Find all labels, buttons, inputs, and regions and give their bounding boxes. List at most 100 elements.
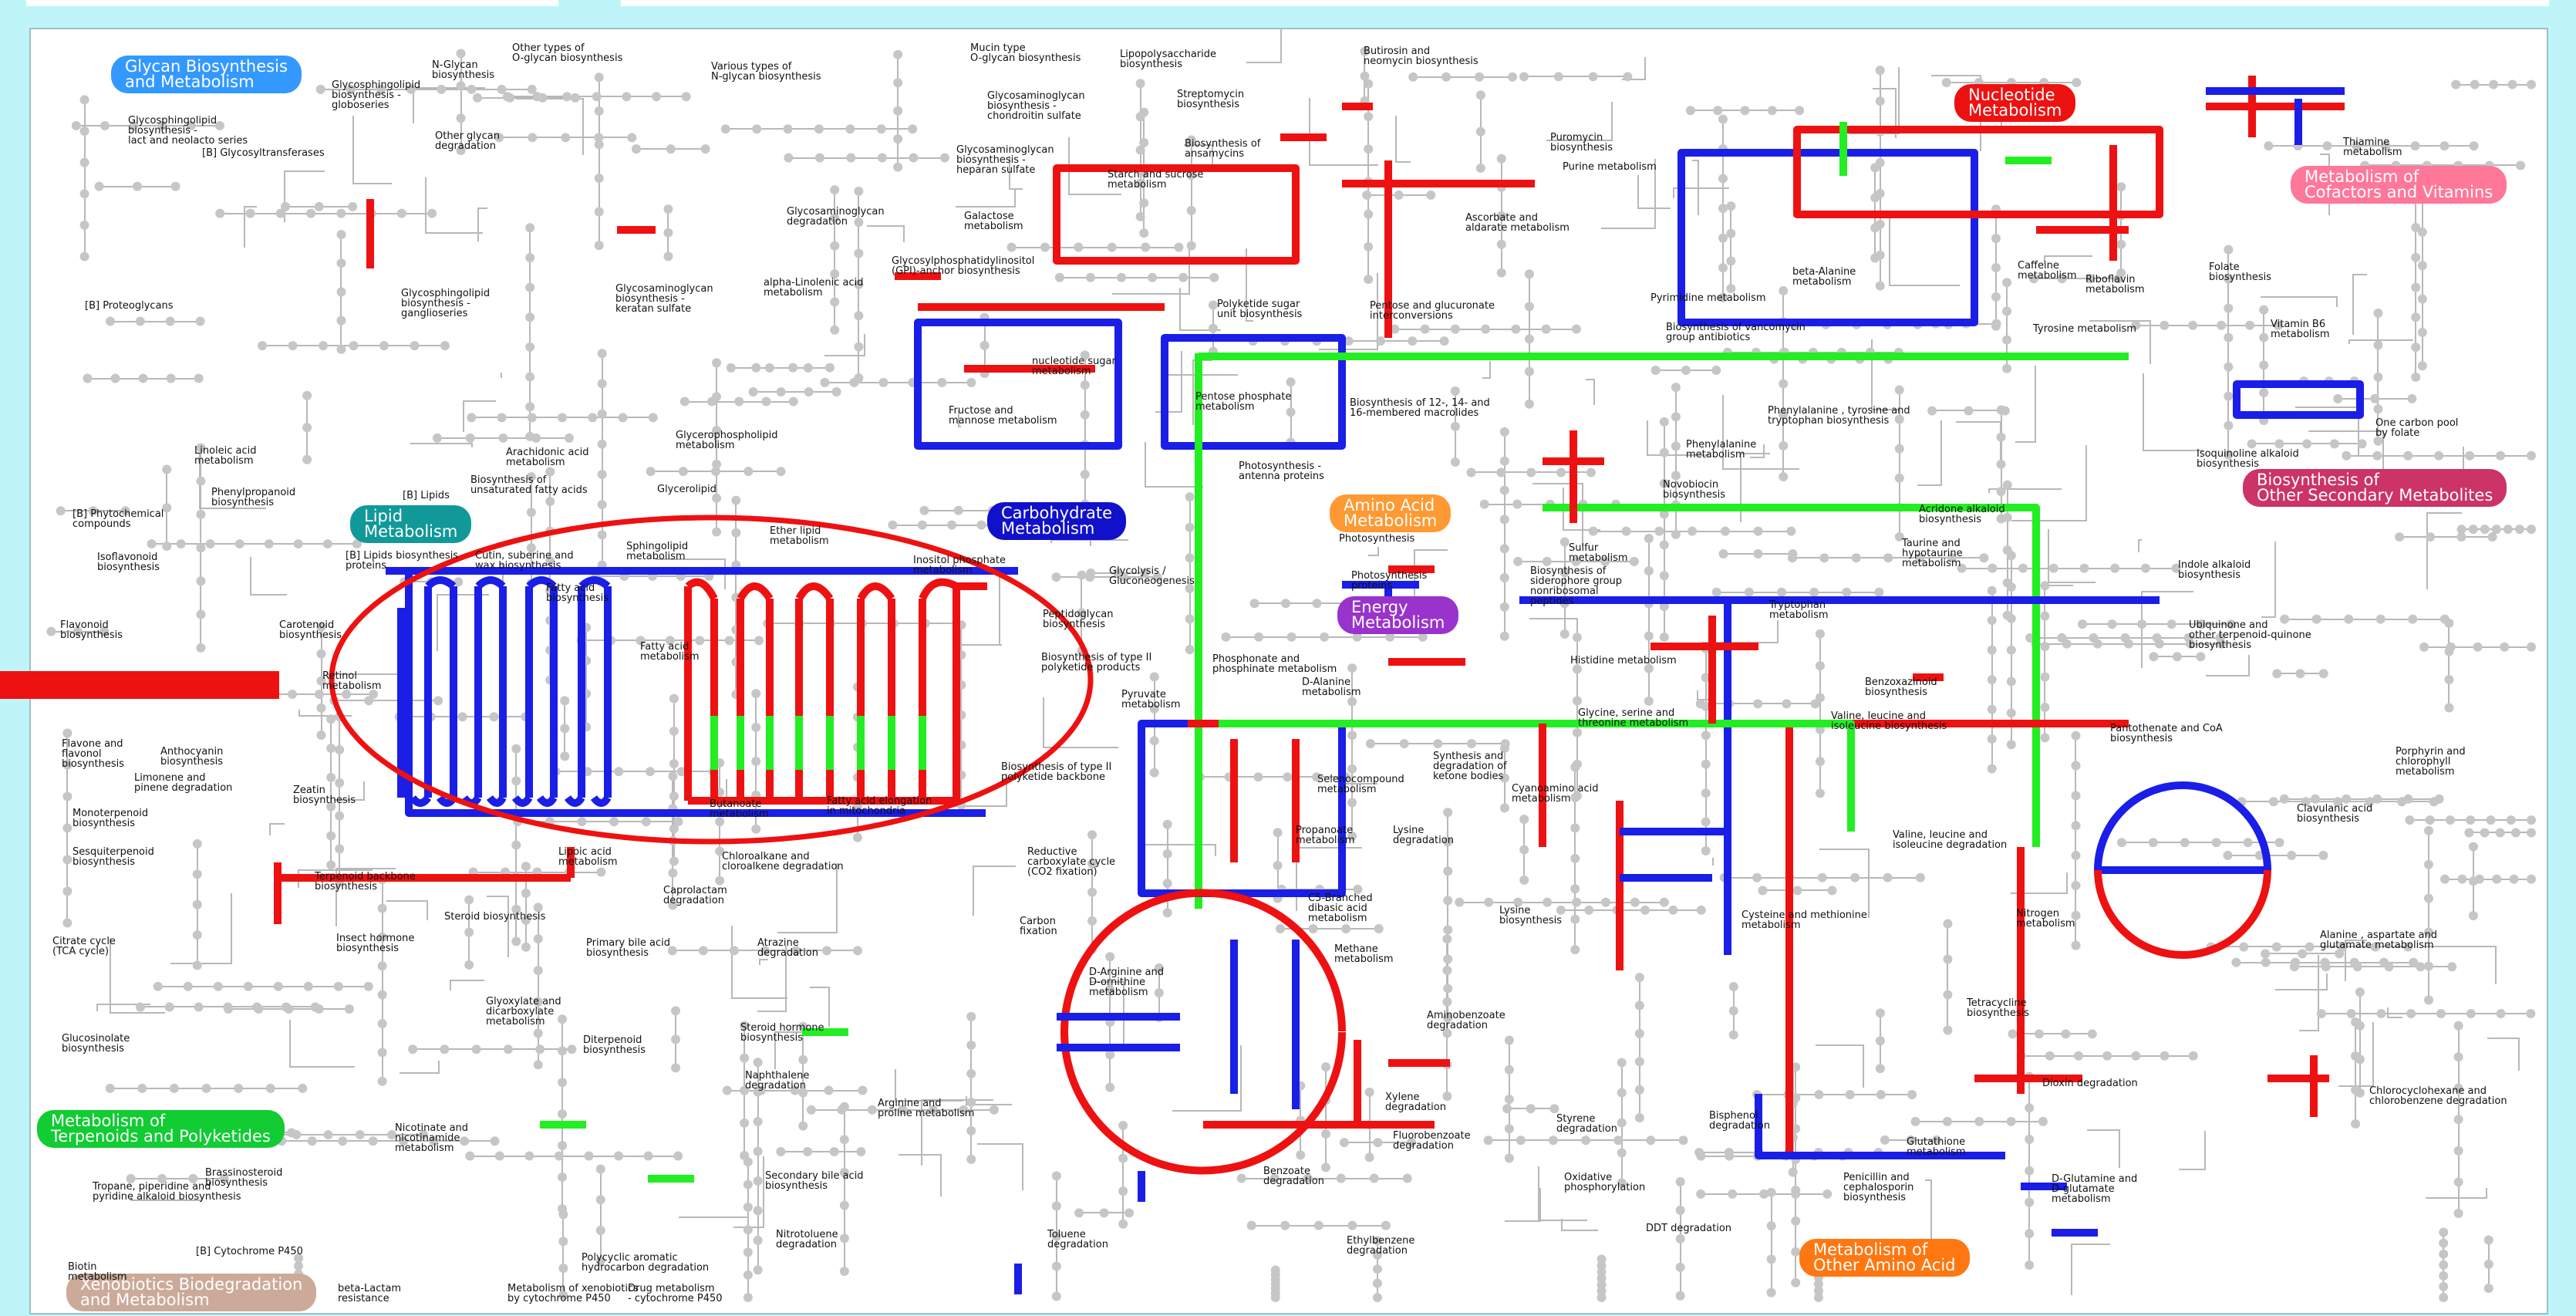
pathway-line — [1538, 1166, 1587, 1221]
compound-node — [908, 124, 918, 134]
compound-node — [1336, 1173, 1346, 1183]
compound-node — [724, 636, 734, 646]
pathway-line — [1988, 488, 2062, 493]
compound-node — [1162, 849, 1172, 859]
compound-node — [1051, 1261, 1061, 1271]
pathway-line — [824, 334, 865, 356]
compound-node — [1718, 548, 1728, 558]
compound-node — [2439, 1238, 2449, 1248]
compound-node — [678, 467, 688, 477]
compound-node — [205, 539, 215, 549]
compound-node — [1074, 242, 1084, 252]
compound-node — [1659, 478, 1669, 488]
compound-node — [1273, 860, 1283, 870]
pathway-line — [1647, 420, 1709, 456]
compound-node — [2444, 703, 2454, 713]
compound-node — [2180, 838, 2190, 848]
pathway-line — [2348, 339, 2413, 344]
compound-node — [2403, 942, 2413, 952]
compound-node — [597, 530, 607, 540]
compound-node — [2002, 278, 2012, 288]
compound-node — [614, 1151, 624, 1161]
compound-node — [1696, 905, 1706, 915]
compound-node — [1466, 467, 1476, 477]
compound-node — [2486, 815, 2496, 825]
compound-node — [2261, 957, 2271, 967]
pathway-line — [1750, 444, 1765, 458]
pathway-label: [B] Glycosyltransferases — [202, 147, 325, 159]
compound-node — [2403, 450, 2413, 461]
compound-node — [1851, 553, 1861, 563]
compound-node — [335, 778, 345, 788]
compound-node — [349, 341, 359, 351]
compound-node — [1512, 499, 1522, 509]
compound-node — [1353, 884, 1363, 894]
pathway-line — [2138, 539, 2142, 552]
compound-node — [494, 1151, 504, 1161]
compound-node — [302, 423, 312, 433]
compound-node — [1499, 456, 1509, 466]
compound-node — [2092, 639, 2102, 649]
pathway-line — [437, 594, 489, 651]
compound-node — [1711, 366, 1721, 376]
compound-node — [1875, 1064, 1885, 1074]
compound-node — [1364, 79, 1374, 89]
compound-node — [764, 363, 774, 373]
compound-node — [2436, 1008, 2446, 1018]
compound-node — [2224, 332, 2234, 342]
pathway-line — [2048, 529, 2096, 583]
compound-node — [1791, 1124, 1801, 1134]
compound-node — [2373, 404, 2383, 414]
pathway-line — [2261, 296, 2338, 307]
compound-node — [316, 676, 326, 686]
pathway-label: Ascorbate and aldarate metabolism — [1465, 212, 1570, 234]
compound-node — [2349, 957, 2359, 967]
pathway-label: Pentose phosphate metabolism — [1195, 391, 1292, 413]
pathway-line — [352, 116, 392, 184]
compound-node — [560, 696, 570, 706]
compound-node — [1996, 459, 2006, 469]
pathway-line — [1395, 116, 1411, 163]
compound-node — [898, 1105, 908, 1115]
compound-node — [1051, 572, 1061, 582]
compound-node — [669, 856, 679, 866]
compound-node — [352, 539, 362, 549]
compound-node — [752, 124, 762, 134]
compound-node — [192, 869, 202, 879]
compound-node — [1372, 1236, 1382, 1246]
compound-node — [876, 124, 886, 134]
compound-node — [2040, 702, 2050, 712]
pathway-label: [B] Proteoglycans — [85, 300, 174, 312]
compound-node — [1364, 112, 1374, 122]
compound-node — [1815, 629, 1825, 639]
pathway-label: Anthocyanin biosynthesis — [160, 746, 224, 768]
compound-node — [1654, 526, 1664, 536]
compound-node — [521, 888, 531, 898]
compound-node — [1675, 1176, 1685, 1186]
compound-node — [2140, 563, 2150, 573]
compound-node — [1162, 908, 1172, 918]
compound-node — [668, 771, 678, 781]
compound-node — [1996, 487, 2006, 497]
compound-node — [194, 1002, 204, 1012]
compound-node — [186, 120, 196, 130]
compound-node — [196, 443, 206, 453]
compound-node — [979, 340, 990, 350]
compound-node — [138, 373, 148, 383]
compound-node — [1597, 1267, 1607, 1277]
compound-node — [584, 1151, 594, 1161]
compound-node — [1185, 553, 1195, 563]
highlighted-pathway-red — [2094, 869, 2271, 959]
compound-node — [1910, 1116, 1920, 1126]
compound-node — [2116, 239, 2126, 249]
compound-node — [1570, 853, 1580, 863]
compound-node — [1943, 990, 1953, 1000]
compound-node — [2376, 1008, 2386, 1018]
compound-node — [440, 1044, 450, 1054]
compound-node — [464, 895, 474, 905]
compound-node — [166, 373, 176, 383]
compound-node — [695, 636, 705, 646]
compound-node — [2351, 1085, 2361, 1095]
compound-node — [545, 556, 555, 566]
compound-node — [570, 93, 580, 103]
